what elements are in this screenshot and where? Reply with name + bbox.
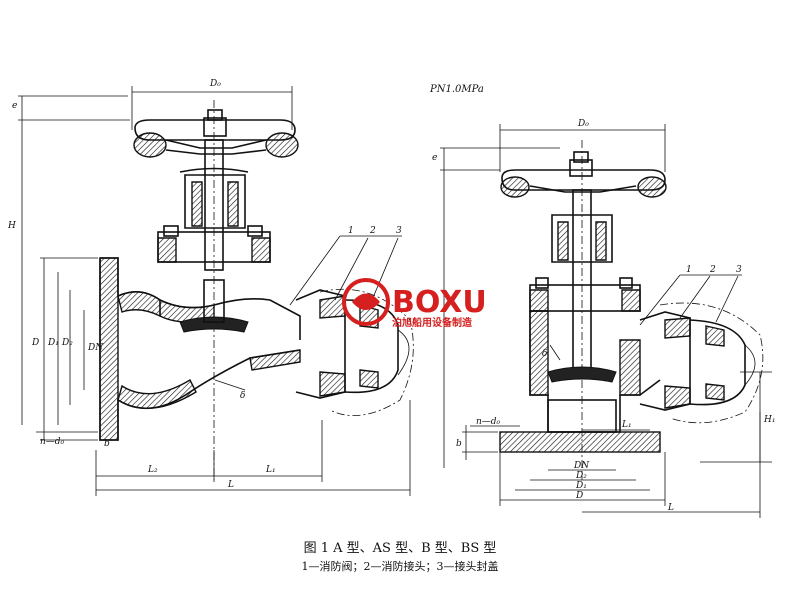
right-dim-d2: D₂ — [575, 471, 587, 481]
left-dim-h: H — [7, 221, 16, 231]
left-valve-view: D₀ — [7, 79, 414, 496]
right-dim-l: L — [667, 503, 674, 513]
right-dim-dn: DN — [573, 461, 590, 471]
right-callout-1: 1 — [686, 265, 692, 275]
pressure-note: PN1.0MPa — [429, 84, 484, 95]
right-dim-b: b — [456, 439, 462, 449]
left-dim-l: L — [227, 480, 234, 490]
brand-name: BOXU — [392, 285, 487, 320]
left-dim-delta: δ — [240, 391, 245, 401]
left-dim-n-d0: n—d₀ — [40, 437, 65, 447]
right-dim-l1: L₁ — [621, 420, 632, 430]
right-dim-e: e — [432, 153, 437, 163]
brand-watermark: BOXU 泊旭船用设备制造 — [342, 278, 487, 329]
right-dim-d0: D₀ — [577, 119, 589, 129]
left-dim-d1: D₁ — [47, 338, 59, 348]
left-handwheel-rim-right — [265, 132, 299, 158]
right-dim-h1: H₁ — [763, 415, 775, 425]
left-dim-d2: D₂ — [61, 338, 73, 348]
left-callout-2: 2 — [369, 226, 376, 236]
left-dim-dn: DN — [87, 343, 104, 353]
left-dim-l2: L₂ — [147, 465, 158, 475]
brand-logo-icon — [342, 278, 390, 326]
right-callout-2: 2 — [709, 265, 716, 275]
right-valve-view: D₀ e δ — [432, 119, 775, 518]
right-bottom-flange — [499, 431, 661, 453]
figure-legend: 1—消防阀；2—消防接头；3—接头封盖 — [302, 559, 499, 573]
left-handwheel-rim-left — [133, 132, 167, 158]
right-dim-d1: D₁ — [575, 481, 587, 491]
right-dim-n-d0: n—d₀ — [476, 417, 501, 427]
right-dim-d: D — [575, 491, 583, 501]
right-callout-3: 3 — [736, 265, 742, 275]
left-callout-3: 3 — [396, 226, 402, 236]
figure-title: 图 1 A 型、AS 型、B 型、BS 型 — [304, 541, 497, 556]
left-dim-d0: D₀ — [209, 79, 221, 89]
left-dim-l1: L₁ — [265, 465, 276, 475]
left-valve-disk — [179, 316, 249, 333]
left-dim-e: e — [12, 101, 17, 111]
left-callout-1: 1 — [348, 226, 354, 236]
right-valve-disk — [547, 366, 617, 383]
right-dim-delta: δ — [542, 349, 547, 359]
left-dim-b: b — [104, 439, 110, 449]
brand-subtitle: 泊旭船用设备制造 — [392, 316, 473, 329]
left-dim-d: D — [31, 338, 39, 348]
